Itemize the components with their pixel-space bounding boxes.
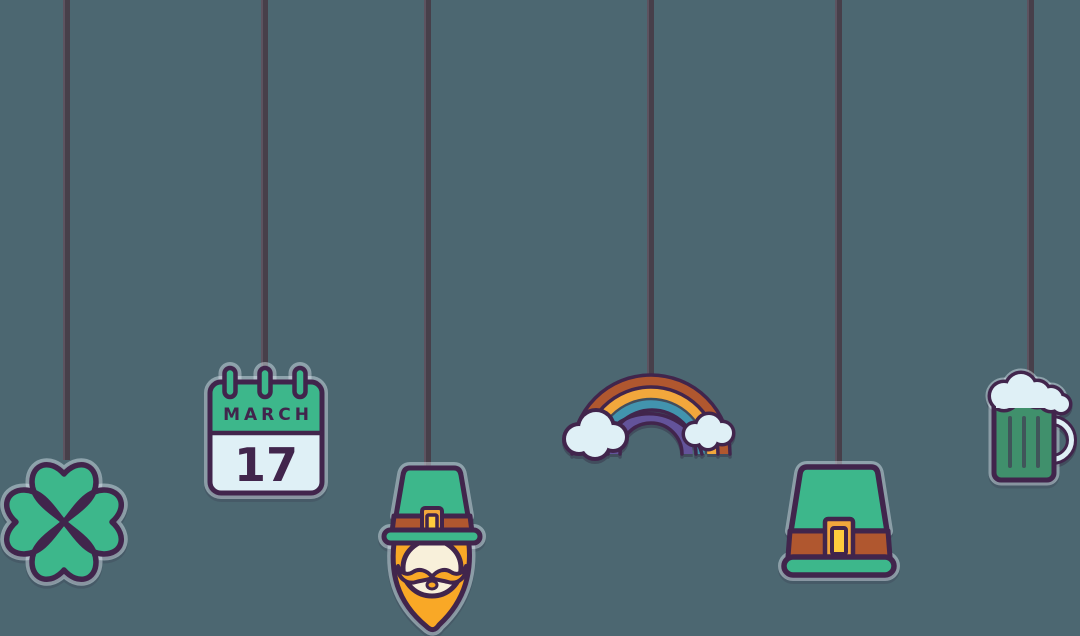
rainbow-cloud-left [562,408,629,461]
hanging-string [647,0,654,374]
calendar-month-label: MARCH [223,405,313,425]
beer-mug-icon [985,368,1077,486]
leprechaun-mustache [395,564,469,585]
hanging-string [835,0,842,470]
mug-lines [1008,416,1040,468]
top-hat-icon [778,461,900,581]
rainbow-cloud-right [681,411,736,452]
calendar-icon: MARCH 17 [204,362,328,499]
calendar-day-label: 17 [234,438,298,492]
hanging-string [261,0,268,382]
hanging-string [63,0,70,460]
calendar-page [210,433,322,493]
leprechaun-hat-brim [381,527,483,546]
top-hat-brim [781,554,897,578]
calendar-rings [222,365,308,400]
rainbow-icon [562,373,736,461]
hanging-string [1027,0,1034,380]
top-hat-buckle-inner [830,526,848,556]
leprechaun-mouth [425,579,439,591]
hanging-string [424,0,431,470]
four-leaf-clover-icon [0,450,134,594]
mug-foam [987,370,1073,416]
leprechaun-icon [378,462,486,636]
